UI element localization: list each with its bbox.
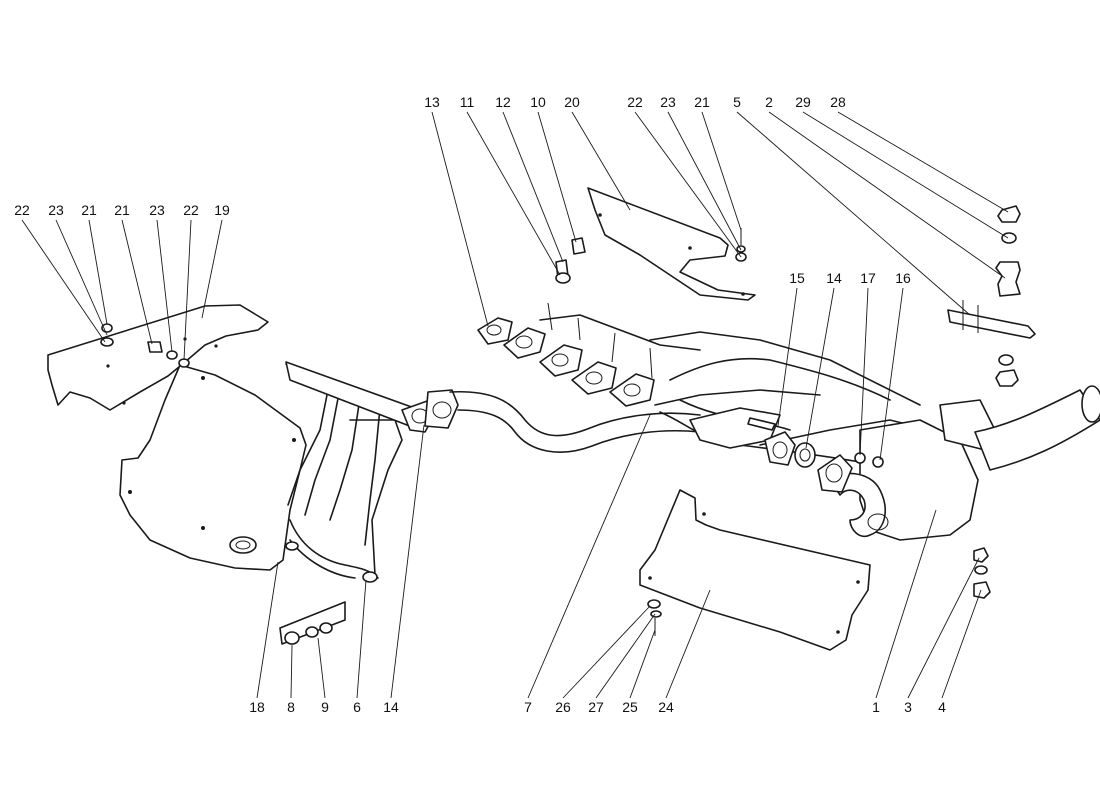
callout-label: 11 [460, 94, 475, 110]
callout-label: 24 [658, 699, 674, 715]
callout-label: 12 [495, 94, 511, 110]
callout-label: 13 [424, 94, 440, 110]
callout-label: 6 [353, 699, 361, 715]
upper-heat-shield-left [47, 304, 269, 411]
callout-label: 19 [214, 202, 230, 218]
tailpipe [974, 385, 1100, 471]
callout-label: 17 [860, 270, 876, 286]
callout-label: 20 [564, 94, 580, 110]
callout-label: 1 [872, 699, 880, 715]
callout-label: 22 [14, 202, 30, 218]
callout-label: 28 [830, 94, 846, 110]
callout-labels: 22 23 21 21 23 22 19 13 11 12 10 20 22 2… [14, 94, 946, 715]
callout-label: 5 [733, 94, 741, 110]
callout-label: 14 [826, 270, 842, 286]
callout-label: 29 [795, 94, 811, 110]
callout-label: 22 [627, 94, 643, 110]
intermediate-pipe [449, 390, 701, 453]
callout-label: 25 [622, 699, 638, 715]
manifold-heat-shield [119, 364, 307, 571]
callout-label: 2 [765, 94, 773, 110]
callout-label: 14 [383, 699, 399, 715]
callout-label: 18 [249, 699, 265, 715]
exhaust-manifold-left [285, 361, 431, 583]
callout-label: 21 [114, 202, 130, 218]
callout-label: 21 [694, 94, 710, 110]
callout-label: 27 [588, 699, 604, 715]
callout-label: 8 [287, 699, 295, 715]
callout-label: 23 [48, 202, 64, 218]
callout-label: 3 [904, 699, 912, 715]
callout-leaders [21, 111, 1009, 699]
flange-gasket-rear [764, 431, 853, 493]
callout-label: 16 [895, 270, 911, 286]
lower-heat-shield [639, 489, 871, 651]
callout-label: 23 [660, 94, 676, 110]
heat-shield-20 [587, 187, 756, 301]
callout-label: 26 [555, 699, 571, 715]
hardware [100, 205, 1021, 645]
silencer [829, 399, 1001, 541]
mounting-bracket [947, 300, 1036, 339]
callout-label: 21 [81, 202, 97, 218]
callout-label: 10 [530, 94, 546, 110]
exhaust-manifold-right [477, 302, 921, 407]
flange-gasket-front [401, 389, 459, 433]
callout-label: 23 [149, 202, 165, 218]
callout-label: 22 [183, 202, 199, 218]
callout-label: 15 [789, 270, 805, 286]
callout-label: 9 [321, 699, 329, 715]
callout-label: 7 [524, 699, 532, 715]
callout-label: 4 [938, 699, 946, 715]
